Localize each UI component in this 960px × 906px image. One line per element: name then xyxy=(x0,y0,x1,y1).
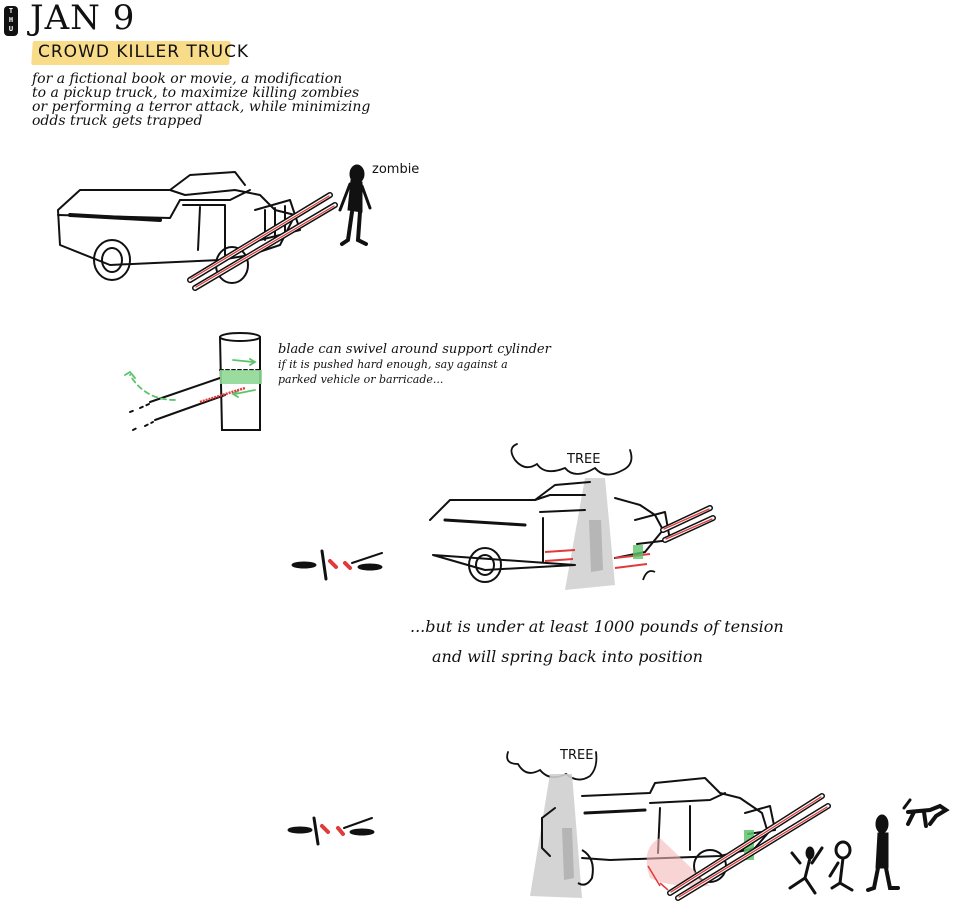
description-line: for a fictional book or movie, a modific… xyxy=(32,71,343,87)
description-line: or performing a terror attack, while min… xyxy=(32,99,371,115)
swivel-cylinder-sketch xyxy=(124,332,262,431)
note-line: and will spring back into position xyxy=(432,647,703,666)
swivel-note: blade can swivel around support cylinder… xyxy=(278,342,551,387)
tree-label-2: TREE xyxy=(560,748,594,763)
day-letter: H xyxy=(8,16,14,24)
day-letter: T xyxy=(8,7,14,15)
note-line: ...but is under at least 1000 pounds of … xyxy=(410,617,784,636)
cut-zombie-icon xyxy=(291,549,383,581)
description-line: odds truck gets trapped xyxy=(32,113,203,129)
day-badge: T H U xyxy=(4,6,18,36)
page-title: CROWD KILLER TRUCK xyxy=(38,42,250,62)
truck-sketch-1 xyxy=(57,164,372,291)
description: for a fictional book or movie, a modific… xyxy=(32,72,372,128)
description-line: to a pickup truck, to maximize killing z… xyxy=(32,85,360,101)
zombie-figure xyxy=(338,164,372,246)
note-line: blade can swivel around support cylinder xyxy=(278,342,551,357)
tension-note: ...but is under at least 1000 pounds of … xyxy=(410,612,784,672)
zombie-label: zombie xyxy=(372,162,420,177)
truck-tree-sketch-2 xyxy=(506,751,950,901)
note-line: if it is pushed hard enough, say against… xyxy=(278,358,508,371)
truck-tree-sketch-1 xyxy=(429,443,716,590)
note-line: parked vehicle or barricade... xyxy=(278,373,444,386)
zombie-figures xyxy=(788,798,950,895)
cut-zombie-icon-2 xyxy=(287,816,375,846)
tree-label: TREE xyxy=(567,452,601,467)
day-letter: U xyxy=(8,25,14,33)
page-date: JAN 9 xyxy=(30,0,136,38)
